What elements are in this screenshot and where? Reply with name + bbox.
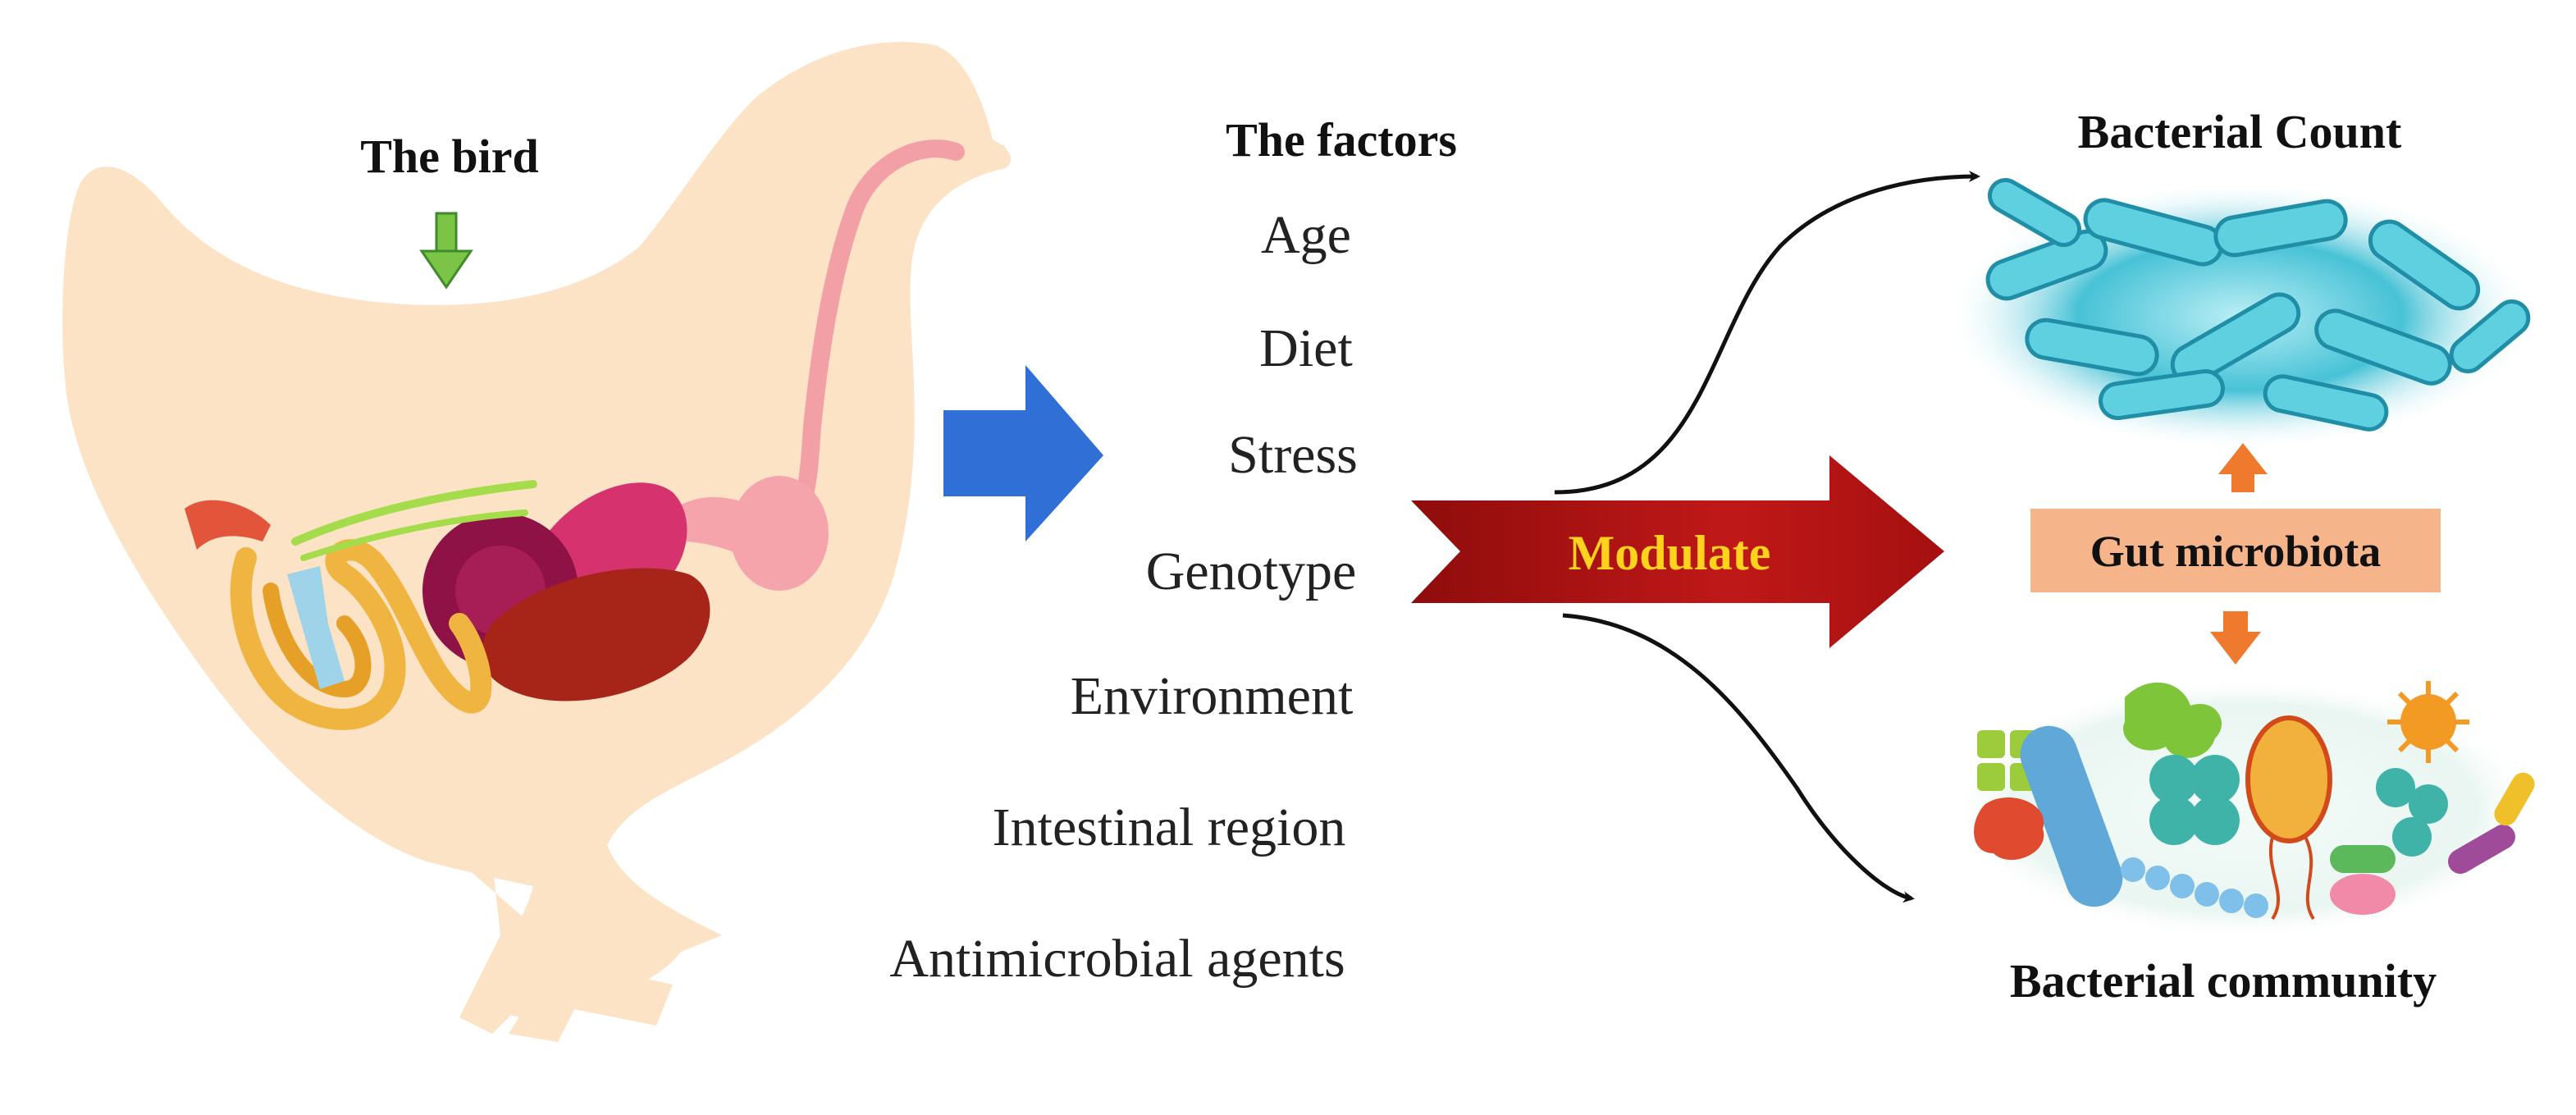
intestines <box>230 539 492 730</box>
ceca <box>291 480 537 546</box>
chicken-leg-left <box>459 861 541 1034</box>
intestines-loop <box>263 583 372 698</box>
bacterial-community-title: Bacterial community <box>2010 954 2437 1008</box>
factors-list: The factors Age Diet Stress Genotype Env… <box>889 113 1457 989</box>
factor-antimicrobial-agents: Antimicrobial agents <box>889 929 1345 989</box>
factor-diet: Diet <box>1259 318 1353 378</box>
gut-microbiota-label: Gut microbiota <box>2090 527 2381 576</box>
liver <box>481 568 710 701</box>
ceca-second <box>300 510 528 561</box>
arrow-to-count <box>1554 171 1980 495</box>
bacteria-image <box>1944 178 2535 451</box>
modulate-label: Modulate <box>1569 526 1771 580</box>
orange-up-arrow <box>2218 443 2268 492</box>
bacterial-community-image <box>1953 677 2535 939</box>
factor-intestinal-region: Intestinal region <box>993 797 1346 857</box>
factor-environment: Environment <box>1071 666 1354 726</box>
factor-stress: Stress <box>1228 425 1358 485</box>
chicken-illustration <box>62 42 1012 1042</box>
factor-age: Age <box>1261 205 1351 265</box>
orange-down-arrow <box>2210 611 2261 665</box>
chicken-leg-right <box>509 870 673 1042</box>
gut-microbiota-box: Gut microbiota <box>2030 509 2441 592</box>
green-down-arrow <box>419 212 473 290</box>
modulate-arrow: Modulate <box>1411 455 1944 648</box>
crop <box>730 476 829 591</box>
cloaca <box>185 500 271 550</box>
bacterial-count-title: Bacterial Count <box>2078 105 2402 158</box>
proventriculus <box>673 496 747 558</box>
arrow-to-community <box>1562 613 1915 903</box>
blue-right-arrow <box>943 365 1103 542</box>
bird-label: The bird <box>360 130 539 183</box>
factor-genotype: Genotype <box>1146 542 1357 601</box>
factors-heading: The factors <box>1226 113 1457 167</box>
pancreas <box>287 566 345 689</box>
